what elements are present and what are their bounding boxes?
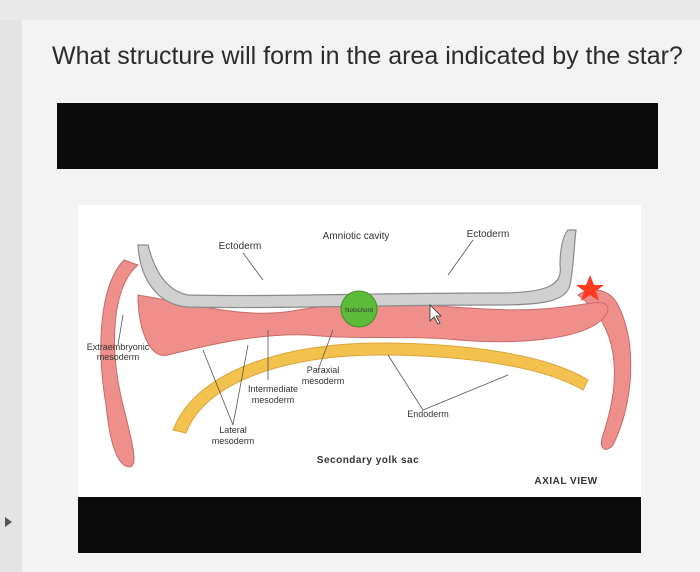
label-lateral-1: Lateral: [219, 425, 247, 435]
label-secondary-yolk-sac: Secondary yolk sac: [317, 455, 419, 466]
label-extraembryonic-1: Extraembryonic: [87, 342, 150, 352]
scroll-arrow-icon[interactable]: [5, 517, 12, 527]
redacted-block-top: [57, 103, 658, 169]
embryo-diagram: Notochord Amniotic cavity Ectoderm Ectod…: [78, 205, 641, 497]
notochord-circle: [340, 290, 378, 328]
star-icon: [576, 275, 604, 301]
mesoderm-left-arm: [100, 259, 140, 468]
label-ectoderm-right: Ectoderm: [467, 229, 510, 240]
label-paraxial-1: Paraxial: [307, 365, 340, 375]
question-text: What structure will form in the area ind…: [52, 42, 683, 70]
redacted-block-bottom: [78, 497, 641, 553]
label-endoderm: Endoderm: [407, 409, 449, 419]
label-amniotic-cavity: Amniotic cavity: [323, 231, 390, 242]
embryo-diagram-svg: Notochord Amniotic cavity Ectoderm Ectod…: [87, 229, 632, 487]
label-intermediate-2: mesoderm: [252, 395, 295, 405]
endoderm-arc: [172, 342, 589, 434]
label-lateral-2: mesoderm: [212, 436, 255, 446]
label-axial-view: AXIAL VIEW: [534, 476, 597, 487]
label-paraxial-2: mesoderm: [302, 376, 345, 386]
label-ectoderm-left: Ectoderm: [219, 241, 262, 252]
left-scroll-strip[interactable]: [0, 20, 22, 572]
leader-lines: [117, 239, 509, 426]
mesoderm-right-arm: [577, 289, 632, 450]
notochord-label: Notochord: [345, 308, 373, 314]
cursor-arrow-icon: [429, 304, 442, 325]
label-intermediate-1: Intermediate: [248, 384, 298, 394]
ectoderm-layer: [137, 229, 577, 309]
label-extraembryonic-2: mesoderm: [97, 352, 140, 362]
